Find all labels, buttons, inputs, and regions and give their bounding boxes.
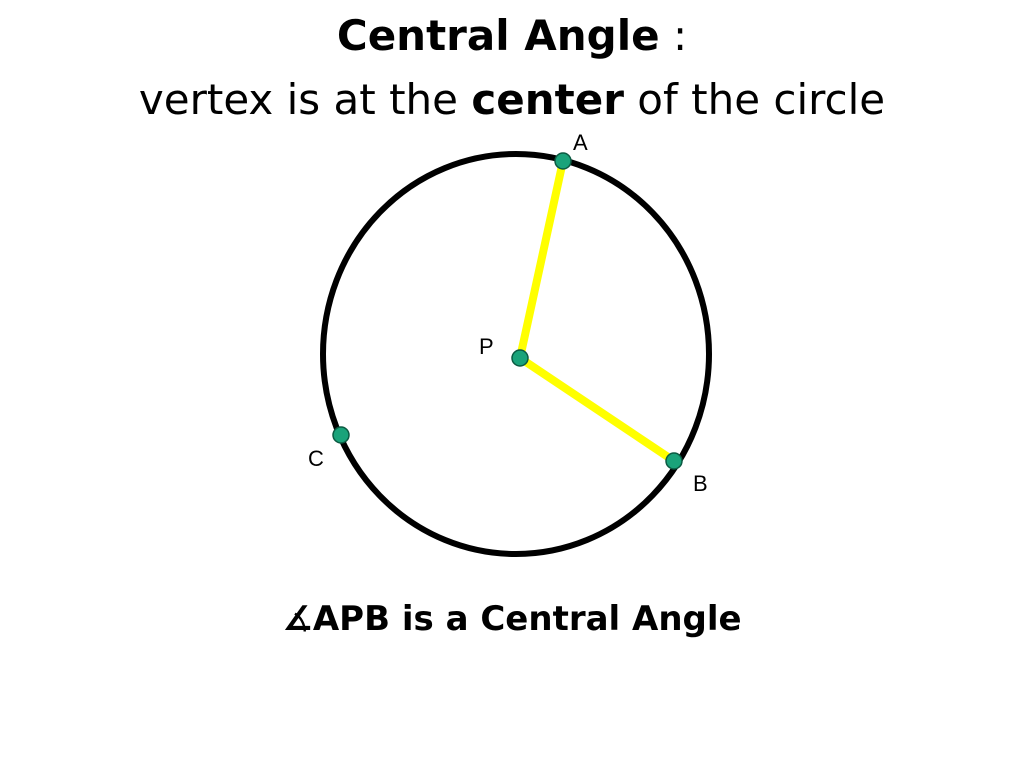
point-a [554, 152, 572, 170]
title-definition-start: vertex is at the [138, 75, 472, 124]
caption-text: APB is a Central Angle [312, 599, 742, 639]
label-b: B [693, 471, 708, 496]
title-colon: : [659, 11, 688, 60]
angle-symbol-icon: ∡ [282, 599, 313, 639]
label-p: P [479, 334, 494, 359]
radius-pa [516, 157, 567, 362]
title-line-2: vertex is at the center of the circle [0, 72, 1024, 128]
radius-pb [516, 354, 678, 465]
title-definition-keyword: center [471, 75, 624, 124]
label-a: A [573, 130, 588, 155]
circle [320, 151, 712, 557]
caption: ∡APB is a Central Angle [0, 596, 1024, 642]
point-p [511, 349, 529, 367]
label-c: C [308, 446, 324, 471]
title-term: Central Angle [336, 11, 660, 60]
point-b [665, 452, 683, 470]
title-line-1: Central Angle : [0, 8, 1024, 64]
title-definition-end: of the circle [623, 75, 886, 124]
point-c [332, 426, 350, 444]
